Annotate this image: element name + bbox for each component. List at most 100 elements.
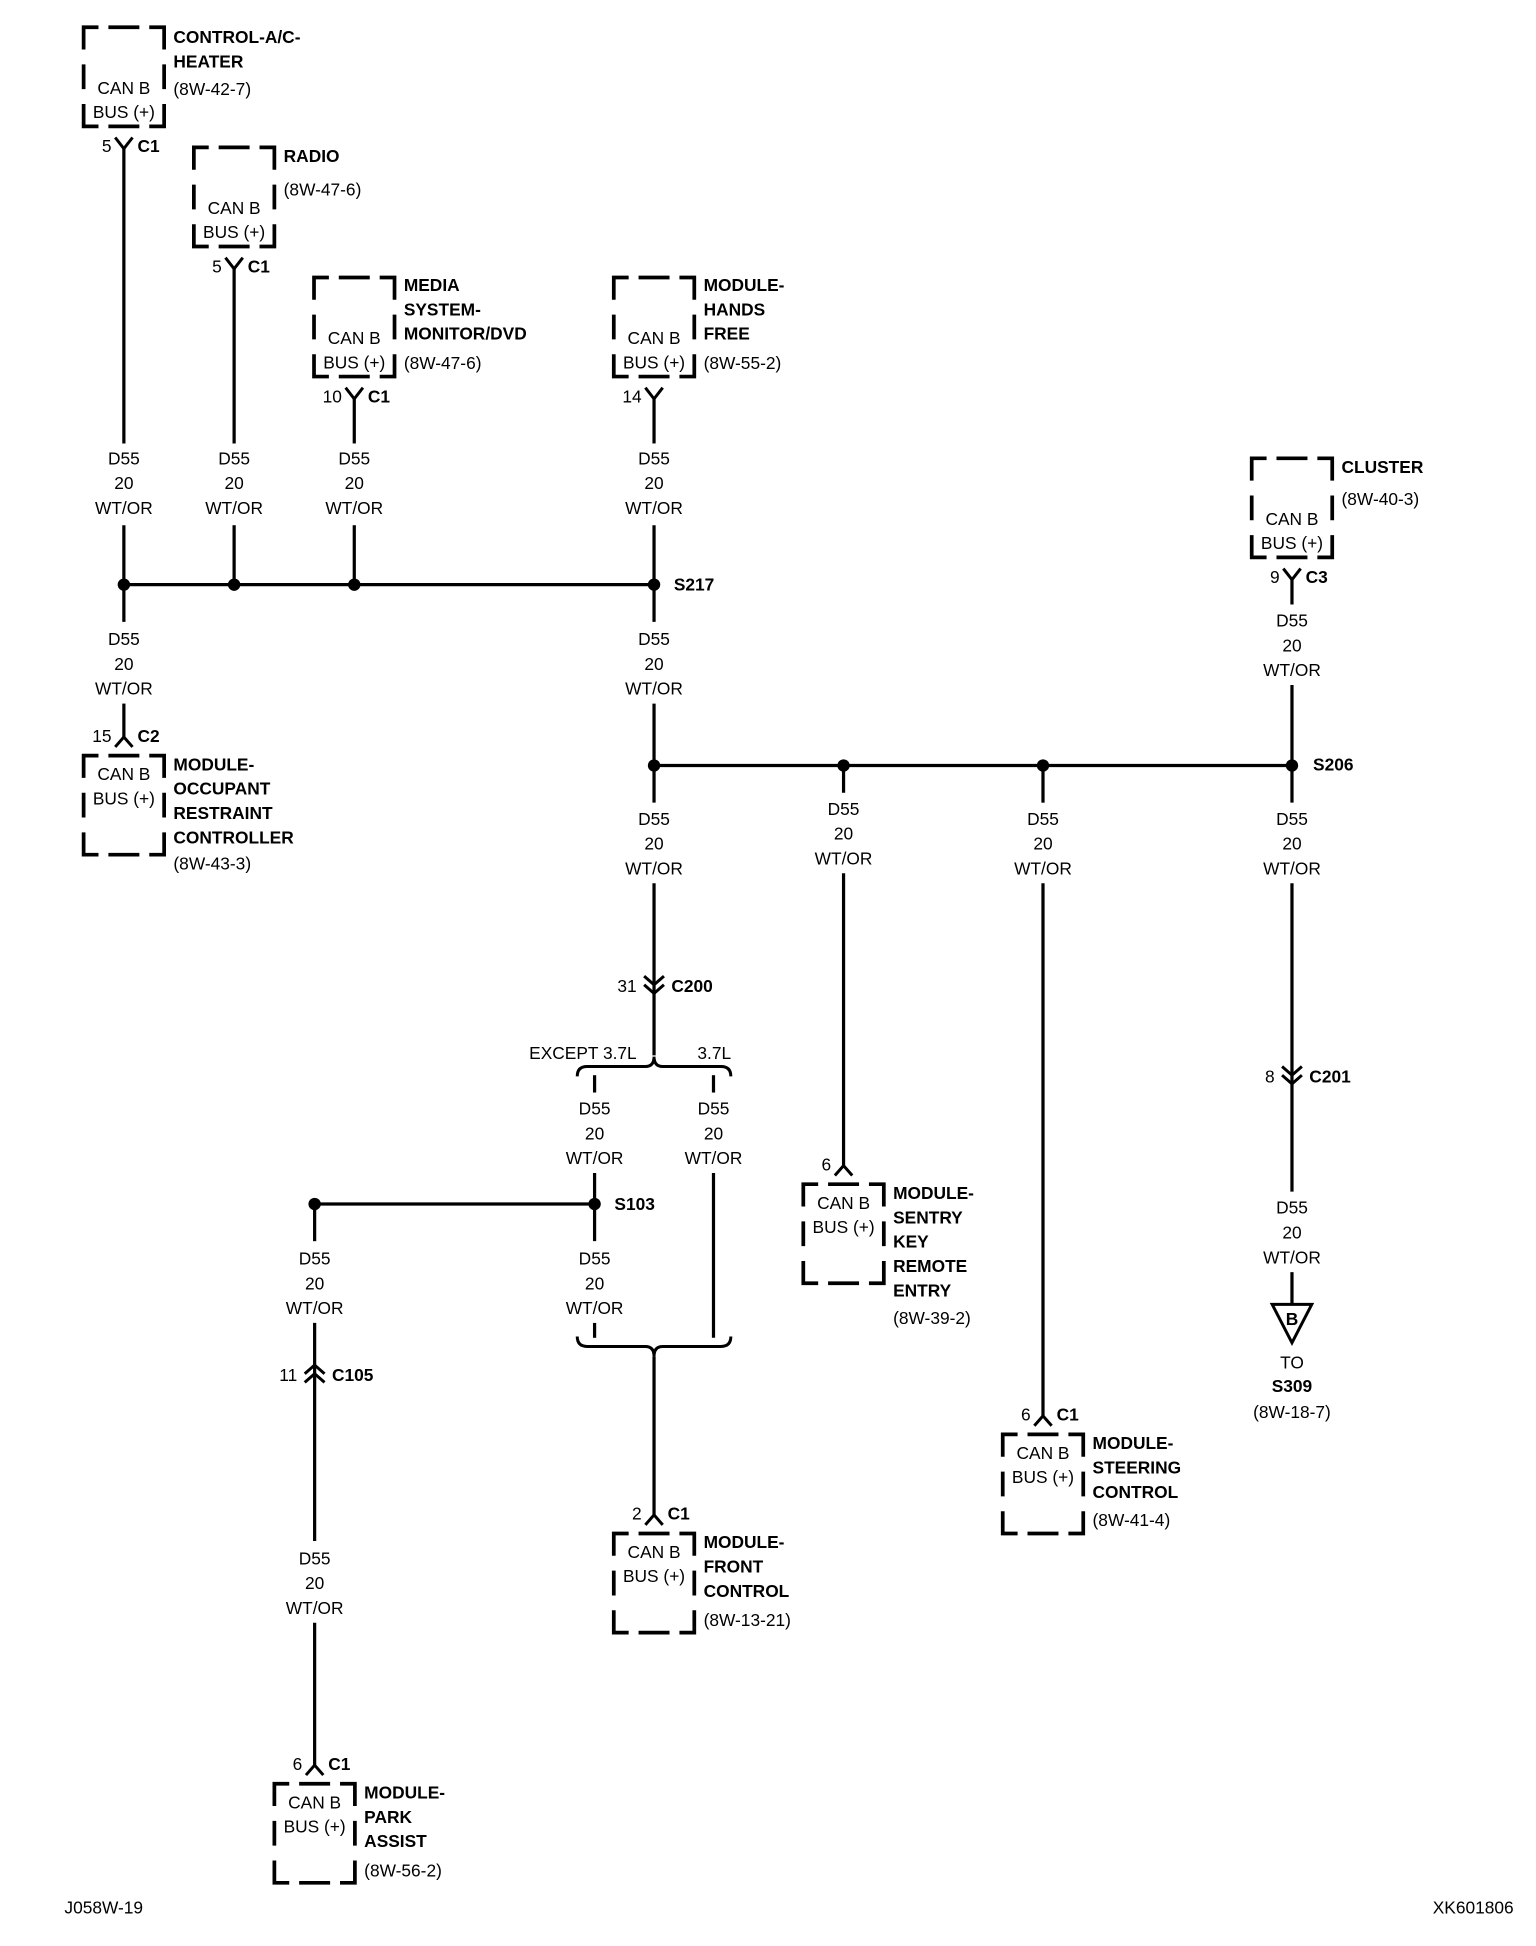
wire-circuit: D55 bbox=[1027, 809, 1059, 829]
wire-color: WT/OR bbox=[566, 1148, 624, 1168]
module-sentry-key-remote-entry-title-line-5: ENTRY bbox=[893, 1280, 952, 1300]
module-park-assist-can-b-label: CAN B bbox=[288, 1792, 341, 1812]
module-front-control-can-b-label: CAN B bbox=[628, 1542, 681, 1562]
wire-color: WT/OR bbox=[815, 848, 873, 868]
module-occupant-restraint-controller-title-line-2: OCCUPANT bbox=[173, 779, 270, 799]
control-ac-heater-bus-label: BUS (+) bbox=[93, 102, 155, 122]
control-ac-heater-title-line-2: HEATER bbox=[173, 52, 243, 72]
radio-reference: (8W-47-6) bbox=[284, 180, 362, 200]
module-park-assist-connector-icon bbox=[304, 1762, 325, 1777]
module-steering-control-bus-label: BUS (+) bbox=[1012, 1467, 1074, 1487]
splice-junction-dot bbox=[647, 759, 661, 772]
wire-color: WT/OR bbox=[95, 679, 153, 699]
module-front-control-title-line-1: MODULE- bbox=[704, 1532, 785, 1552]
off-page-splice-id: S309 bbox=[1272, 1376, 1312, 1396]
wire-gauge: 20 bbox=[224, 473, 243, 493]
inline-connector-icon bbox=[303, 1363, 326, 1384]
module-steering-control-can-b-label: CAN B bbox=[1017, 1443, 1070, 1463]
cluster-connector-id: C3 bbox=[1306, 567, 1329, 587]
splice-junction-dot bbox=[588, 1197, 601, 1211]
cluster-pin-number: 9 bbox=[1270, 567, 1280, 587]
branch-label-except-3-7l: EXCEPT 3.7L bbox=[529, 1043, 637, 1063]
media-system-monitor-dvd-reference: (8W-47-6) bbox=[404, 353, 482, 373]
drawing-number: J058W-19 bbox=[64, 1898, 143, 1918]
wire-color: WT/OR bbox=[1263, 1247, 1321, 1267]
wire-circuit: D55 bbox=[638, 809, 670, 829]
wire-circuit: D55 bbox=[638, 448, 670, 468]
module-sentry-key-remote-entry-title-line-4: REMOTE bbox=[893, 1256, 967, 1276]
splice-junction-dot bbox=[308, 1197, 321, 1211]
module-sentry-key-remote-entry-title-line-3: KEY bbox=[893, 1232, 929, 1252]
cluster-reference: (8W-40-3) bbox=[1342, 489, 1420, 509]
module-front-control-reference: (8W-13-21) bbox=[704, 1610, 791, 1630]
cluster-connector-icon bbox=[1282, 567, 1302, 583]
module-park-assist-box bbox=[272, 1781, 357, 1885]
module-steering-control-box bbox=[1000, 1432, 1086, 1536]
module-front-control-title-line-3: CONTROL bbox=[704, 1581, 790, 1601]
wire-color: WT/OR bbox=[1014, 858, 1072, 878]
wire-gauge: 20 bbox=[114, 473, 133, 493]
wire-gauge: 20 bbox=[644, 834, 663, 854]
module-sentry-key-remote-entry-title-line-2: SENTRY bbox=[893, 1207, 963, 1227]
module-occupant-restraint-controller-reference: (8W-43-3) bbox=[173, 853, 251, 873]
c105-pin-number: 11 bbox=[279, 1365, 297, 1385]
module-hands-free-title-line-2: HANDS bbox=[704, 299, 766, 319]
wire-gauge: 20 bbox=[644, 654, 663, 674]
module-front-control-bus-label: BUS (+) bbox=[623, 1566, 685, 1586]
module-park-assist-title-line-3: ASSIST bbox=[364, 1831, 427, 1851]
media-system-monitor-dvd-connector-icon bbox=[344, 386, 365, 402]
module-occupant-restraint-controller-title-line-4: CONTROLLER bbox=[173, 827, 294, 847]
wires bbox=[117, 148, 1299, 1766]
media-system-monitor-dvd-title-line-3: MONITOR/DVD bbox=[404, 324, 527, 344]
module-front-control-box bbox=[611, 1531, 697, 1635]
off-page-letter: B bbox=[1286, 1309, 1299, 1329]
media-system-monitor-dvd-connector-id: C1 bbox=[368, 386, 391, 406]
control-ac-heater-box bbox=[81, 25, 166, 129]
radio-box bbox=[192, 145, 277, 249]
wire-gauge: 20 bbox=[305, 1573, 324, 1593]
module-park-assist-connector-id: C1 bbox=[328, 1754, 351, 1774]
module-steering-control-connector-id: C1 bbox=[1057, 1405, 1080, 1425]
module-sentry-key-remote-entry-can-b-label: CAN B bbox=[817, 1193, 870, 1213]
splice-label-s217: S217 bbox=[674, 575, 714, 595]
control-ac-heater-connector-id: C1 bbox=[138, 136, 161, 156]
splice-junction-dot bbox=[117, 578, 131, 591]
module-sentry-key-remote-entry-title-line-1: MODULE- bbox=[893, 1183, 974, 1203]
radio-connector-id: C1 bbox=[248, 256, 271, 276]
module-hands-free-bus-label: BUS (+) bbox=[623, 352, 685, 372]
wire-circuit: D55 bbox=[638, 629, 670, 649]
module-hands-free-pin-number: 14 bbox=[622, 386, 642, 406]
cluster-title-line-1: CLUSTER bbox=[1342, 457, 1424, 477]
control-ac-heater-can-b-label: CAN B bbox=[97, 78, 150, 98]
module-occupant-restraint-controller-pin-number: 15 bbox=[92, 726, 111, 746]
splice-junction-dot bbox=[1036, 759, 1050, 772]
c201-connector-id: C201 bbox=[1309, 1066, 1351, 1086]
wire-labels: D5520WT/ORD5520WT/ORD5520WT/ORD5520WT/OR… bbox=[95, 448, 1321, 1618]
wire-gauge: 20 bbox=[1282, 834, 1301, 854]
wire-color: WT/OR bbox=[286, 1298, 344, 1318]
module-park-assist-title-line-2: PARK bbox=[364, 1807, 412, 1827]
inline-connector-icon bbox=[643, 974, 665, 996]
module-hands-free-box bbox=[611, 275, 697, 379]
module-sentry-key-remote-entry-connector-icon bbox=[833, 1163, 854, 1177]
wire-gauge: 20 bbox=[585, 1123, 604, 1143]
wire-gauge: 20 bbox=[704, 1123, 723, 1143]
splice-junction-dot bbox=[837, 759, 850, 772]
splice-junction-dot bbox=[348, 578, 361, 591]
wire-gauge: 20 bbox=[834, 824, 853, 844]
wire-color: WT/OR bbox=[625, 498, 683, 518]
wire-color: WT/OR bbox=[205, 498, 263, 518]
wire-circuit: D55 bbox=[338, 448, 370, 468]
c105-connector-id: C105 bbox=[332, 1365, 374, 1385]
wire-circuit: D55 bbox=[299, 1548, 331, 1568]
